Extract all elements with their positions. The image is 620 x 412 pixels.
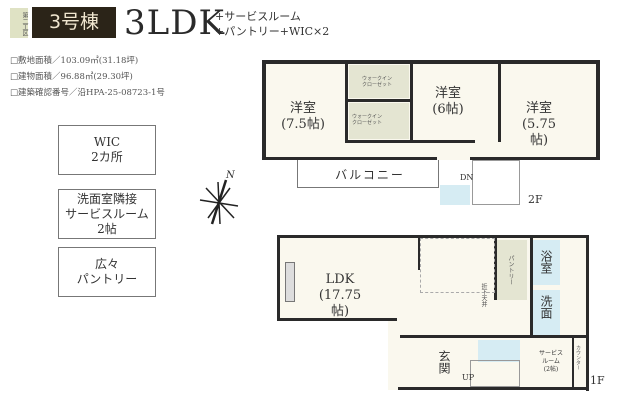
highlight-text: 洗面室隣接 bbox=[76, 191, 137, 206]
area-tag: 第二工区 bbox=[10, 8, 28, 38]
compass-north-label: N bbox=[225, 170, 236, 181]
highlight-text: WIC bbox=[93, 135, 121, 149]
features: +サービスルーム +パントリー+WIC×2 bbox=[215, 9, 329, 39]
site-area: □敷地面積／103.09㎡(31.18坪) bbox=[10, 56, 139, 66]
room-size: (5.75帖) bbox=[521, 117, 557, 148]
floor-label-2f: 2F bbox=[528, 193, 543, 206]
feature-line: +サービスルーム bbox=[215, 10, 301, 23]
layout-type: 3LDK bbox=[124, 3, 225, 43]
pantry-label: パントリー bbox=[507, 255, 514, 285]
compass-icon: N bbox=[199, 170, 239, 225]
room-size: (7.5帖) bbox=[281, 117, 325, 132]
building-area: □建物面積／96.88㎡(29.30坪) bbox=[10, 72, 133, 82]
room-size: (2帖) bbox=[543, 366, 559, 373]
highlight-text: 広々 bbox=[94, 257, 119, 271]
room-western-5-75: 洋室 (5.75帖) bbox=[514, 101, 564, 149]
balcony-label: バルコニー bbox=[335, 168, 405, 182]
room-name: ルーム bbox=[542, 358, 560, 365]
room-name: 洋室 bbox=[289, 101, 316, 116]
wic-label: ウォークイン クローゼット bbox=[352, 114, 383, 126]
room-name: 洋室 bbox=[525, 101, 552, 116]
highlight-text: 2帖 bbox=[97, 221, 117, 236]
service-room: サービス ルーム (2帖) bbox=[530, 350, 572, 374]
counter-label: カウンター bbox=[575, 345, 581, 370]
highlight-wic: WIC 2カ所 bbox=[58, 125, 156, 175]
washroom-label: 洗面 bbox=[539, 295, 553, 319]
room-name: サービス bbox=[538, 350, 563, 357]
highlight-text: パントリー bbox=[76, 272, 138, 286]
room-size: (17.75帖) bbox=[318, 288, 362, 319]
permit-number: □建築確認番号／沿HPA-25-08723-1号 bbox=[10, 88, 165, 98]
highlight-text: サービスルーム bbox=[65, 206, 149, 221]
highlight-service-room: 洗面室隣接 サービスルーム 2帖 bbox=[58, 189, 156, 239]
stairs-down-label: DN bbox=[460, 173, 474, 182]
room-name: 洋室 bbox=[434, 86, 461, 101]
entrance-label: 玄関 bbox=[437, 350, 451, 374]
room-western-6: 洋室 (6帖) bbox=[428, 86, 468, 118]
highlight-text: 2カ所 bbox=[91, 150, 123, 164]
floor-label-1f: 1F bbox=[590, 374, 605, 387]
wic-label: ウォークイン クローゼット bbox=[362, 76, 393, 88]
feature-line: +パントリー+WIC×2 bbox=[215, 25, 330, 38]
bath-label: 浴室 bbox=[539, 250, 553, 274]
room-size: (6帖) bbox=[432, 102, 464, 117]
highlight-pantry: 広々 パントリー bbox=[58, 247, 156, 297]
room-ldk: LDK (17.75帖) bbox=[310, 272, 370, 320]
lowered-ceiling-label: 折下天井 bbox=[480, 283, 487, 307]
room-western-7-5: 洋室 (7.5帖) bbox=[278, 101, 328, 133]
stairs-up-label: UP bbox=[462, 373, 475, 382]
room-name: LDK bbox=[325, 272, 355, 287]
building-number: 3号棟 bbox=[32, 7, 116, 38]
